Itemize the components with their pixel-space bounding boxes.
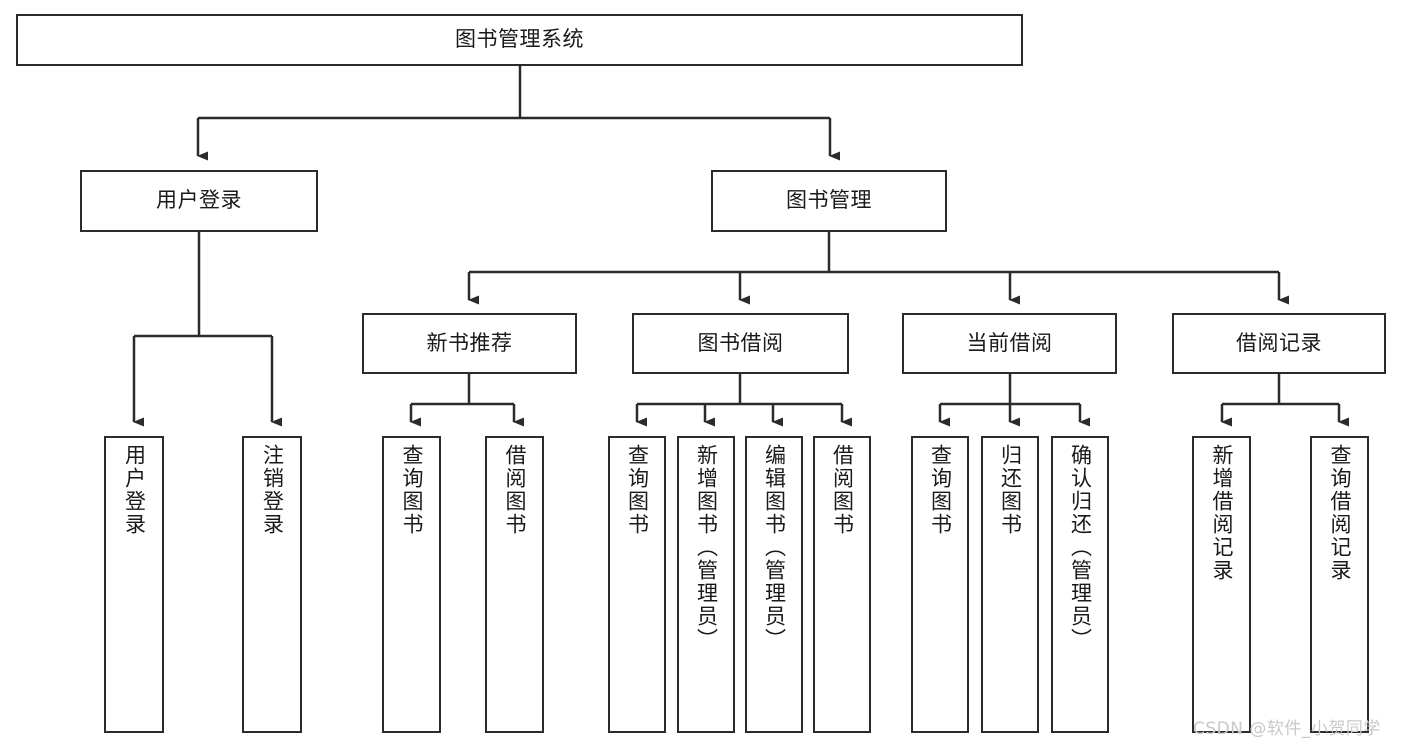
connector-new-book-recommend-to-leaves xyxy=(409,374,524,427)
node-label: 新增借阅记录 xyxy=(1210,444,1234,582)
leaf-borrow-book-1[interactable]: 借阅图书 xyxy=(485,436,544,733)
node-book-manage[interactable]: 图书管理 xyxy=(711,170,947,232)
node-label: 查询图书 xyxy=(928,444,953,536)
node-label: 归还图书 xyxy=(998,444,1023,536)
leaf-return-book[interactable]: 归还图书 xyxy=(981,436,1039,733)
node-label: 借阅图书 xyxy=(830,444,855,536)
leaf-edit-book[interactable]: 编辑图书（管理员） xyxy=(745,436,803,733)
node-label: 借阅图书 xyxy=(503,444,527,536)
node-borrow-record[interactable]: 借阅记录 xyxy=(1172,313,1386,374)
node-label: 用户登录 xyxy=(156,188,242,213)
csdn-watermark: CSDN @软件_小贺同学 xyxy=(1193,719,1381,739)
node-label: 图书借阅 xyxy=(697,330,784,355)
node-label: 图书管理系统 xyxy=(455,27,584,52)
leaf-query-book-3[interactable]: 查询图书 xyxy=(911,436,969,733)
leaf-borrow-book-2[interactable]: 借阅图书 xyxy=(813,436,871,733)
leaf-query-record[interactable]: 查询借阅记录 xyxy=(1310,436,1369,733)
connector-borrow-record-to-leaves xyxy=(1220,374,1349,427)
node-new-book-recommend[interactable]: 新书推荐 xyxy=(362,313,577,374)
leaf-confirm-return[interactable]: 确认归还（管理员） xyxy=(1051,436,1109,733)
leaf-logout-login[interactable]: 注销登录 xyxy=(242,436,302,733)
leaf-add-book[interactable]: 新增图书（管理员） xyxy=(677,436,735,733)
node-label: 查询借阅记录 xyxy=(1328,444,1352,582)
node-current-borrow[interactable]: 当前借阅 xyxy=(902,313,1117,374)
node-label: 查询图书 xyxy=(625,444,650,536)
leaf-add-record[interactable]: 新增借阅记录 xyxy=(1192,436,1251,733)
node-root-system[interactable]: 图书管理系统 xyxy=(16,14,1023,66)
node-label: 新增图书（管理员） xyxy=(694,444,719,651)
node-label: 查询图书 xyxy=(400,444,424,536)
node-label: 注销登录 xyxy=(260,444,285,536)
leaf-query-book-2[interactable]: 查询图书 xyxy=(608,436,666,733)
leaf-user-login[interactable]: 用户登录 xyxy=(104,436,164,733)
node-label: 新书推荐 xyxy=(426,330,513,355)
connector-book-manage-to-level3 xyxy=(467,232,1289,305)
node-label: 当前借阅 xyxy=(966,330,1053,355)
node-label: 确认归还（管理员） xyxy=(1068,444,1093,651)
leaf-query-book-1[interactable]: 查询图书 xyxy=(382,436,441,733)
node-book-borrow[interactable]: 图书借阅 xyxy=(632,313,849,374)
connector-book-borrow-to-leaves xyxy=(635,374,852,427)
connector-root-to-level2 xyxy=(196,66,840,161)
connector-current-borrow-to-leaves xyxy=(938,374,1090,427)
node-label: 用户登录 xyxy=(122,444,147,536)
node-label: 图书管理 xyxy=(786,188,872,213)
node-label: 借阅记录 xyxy=(1236,330,1322,355)
node-user-login[interactable]: 用户登录 xyxy=(80,170,318,232)
connector-user-login-to-leaves xyxy=(132,232,282,427)
node-label: 编辑图书（管理员） xyxy=(762,444,787,651)
